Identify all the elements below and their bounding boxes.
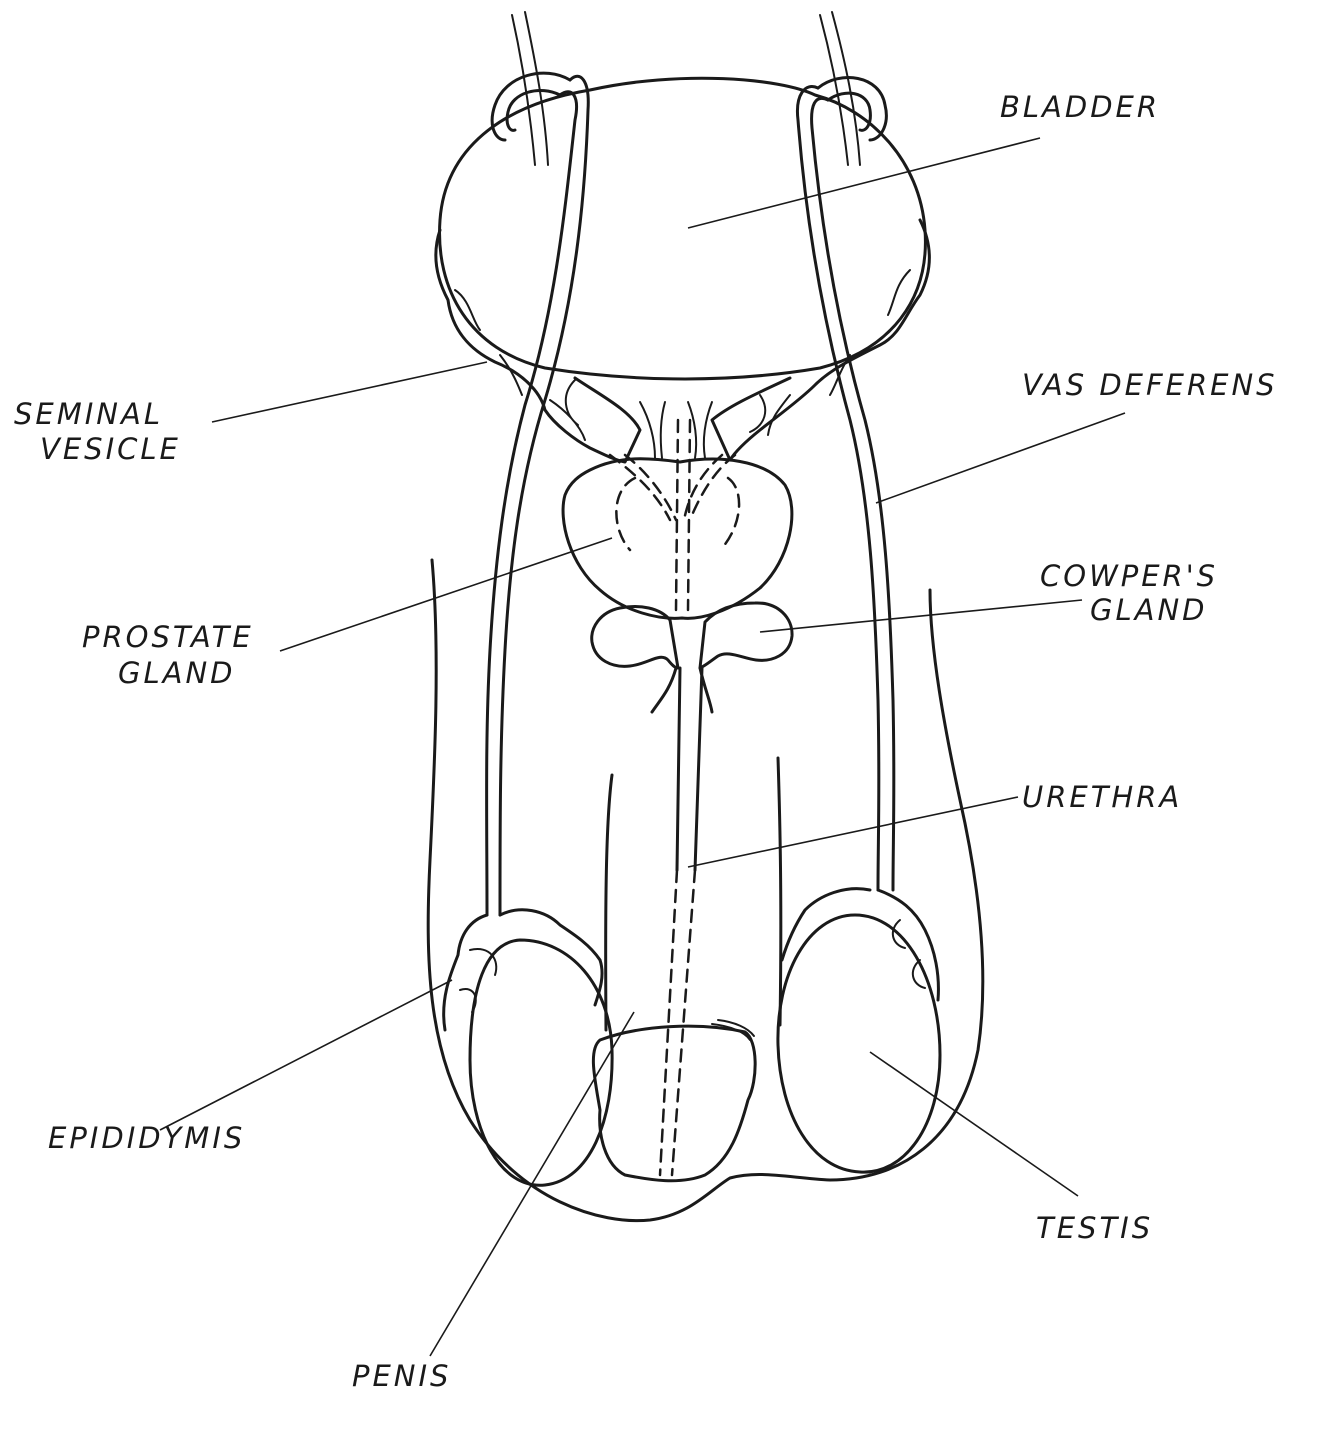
label-testis: TESTIS [1036,1211,1153,1245]
testis-leader [870,1052,1078,1196]
penis-leader [430,1012,634,1356]
bladder-outline [440,78,926,379]
vas-deferens-left [487,76,589,915]
epididymis-right-detail [893,920,925,988]
label-cowpers-gland-1: COWPER'S [1040,559,1218,593]
scrotum-outline [428,560,983,1221]
epididymis-leader [160,980,452,1130]
label-urethra: URETHRA [1022,780,1182,814]
ureter-left [512,12,548,165]
vas-deferens-leader [876,413,1125,503]
label-cowpers-gland-2: GLAND [1090,593,1208,627]
label-seminal-vesicle-1: SEMINAL [14,397,163,431]
seminal-vesicle-right [712,220,929,460]
ureter-right [820,12,860,165]
ejaculatory-ducts-dashed [610,455,735,520]
cowpers-gland-leader [760,600,1082,632]
label-seminal-vesicle-2: VESICLE [40,432,181,466]
cowpers-gland-left [592,607,678,669]
epididymis-left [444,910,602,1030]
prostatic-urethra [676,420,690,610]
seminal-vesicle-leader [212,362,487,422]
urethra-leader [688,797,1018,867]
label-penis: PENIS [352,1359,451,1393]
label-vas-deferens: VAS DEFERENS [1022,368,1278,402]
label-prostate-gland-2: GLAND [118,656,236,690]
penile-urethra-dashed [660,870,695,1175]
prostate-duct-top [640,402,712,458]
testis-right [778,915,940,1172]
label-prostate-gland-1: PROSTATE [82,620,254,654]
vas-deferens-right [797,87,893,890]
bladder-leader [688,138,1040,228]
penile-urethra [652,668,712,870]
label-epididymis: EPIDIDYMIS [48,1121,245,1155]
cowpers-gland-right [700,603,792,668]
label-bladder: BLADDER [1000,90,1160,124]
prostate-gland-leader [280,538,612,651]
seminal-vesicle-right-detail [750,270,910,435]
